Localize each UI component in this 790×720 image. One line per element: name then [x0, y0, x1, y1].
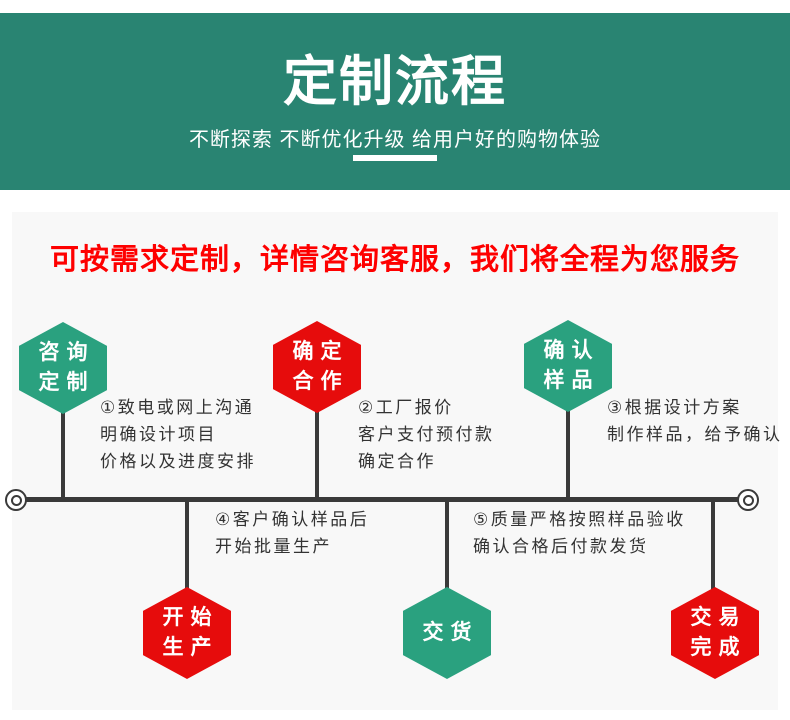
- step-text-line: ①致电或网上沟通: [100, 398, 255, 417]
- step-2-description: ②工厂报价 客户支付预付款 确定合作: [358, 394, 495, 475]
- connector-line: [445, 500, 449, 591]
- step-text-line: ④客户确认样品后: [215, 510, 370, 529]
- step-text-line: 确定合作: [358, 452, 436, 471]
- flow-node-label: 确定: [292, 340, 349, 363]
- step-1-description: ①致电或网上沟通 明确设计项目 价格以及进度安排: [100, 394, 256, 475]
- title-underline: [353, 155, 437, 161]
- connector-line: [566, 403, 570, 498]
- step-text-line: 客户支付预付款: [358, 425, 495, 444]
- step-5-description: ⑤质量严格按照样品验收 确认合格后付款发货: [473, 506, 686, 560]
- step-text-line: 明确设计项目: [100, 425, 217, 444]
- promo-headline: 可按需求定制，详情咨询客服，我们将全程为您服务: [49, 244, 740, 276]
- flow-node-label: 交易: [690, 606, 747, 629]
- content-card: [12, 212, 778, 710]
- step-text-line: 制作样品，给予确认: [607, 425, 783, 444]
- connector-line: [315, 404, 319, 498]
- flow-node-label: 样品: [543, 369, 600, 392]
- flow-node-label: 合作: [292, 370, 349, 393]
- step-3-description: ③根据设计方案 制作样品，给予确认: [607, 394, 783, 448]
- timeline-line: [22, 497, 742, 502]
- flow-node-label: 生产: [162, 636, 219, 659]
- page-subtitle: 不断探索 不断优化升级 给用户好的购物体验: [188, 129, 602, 151]
- step-text-line: 开始批量生产: [215, 537, 332, 556]
- step-text-line: ⑤质量严格按照样品验收: [473, 510, 686, 529]
- flow-node-label: 开始: [162, 606, 219, 629]
- step-text-line: ③根据设计方案: [607, 398, 742, 417]
- step-text-line: 价格以及进度安排: [100, 452, 256, 471]
- flow-node-label: 咨询: [38, 341, 95, 364]
- timeline-endpoint-right-icon: [737, 489, 759, 511]
- flow-node-label: 交货: [422, 621, 479, 644]
- step-text-line: ②工厂报价: [358, 398, 454, 417]
- flow-node-label: 完成: [690, 636, 747, 659]
- step-4-description: ④客户确认样品后 开始批量生产: [215, 506, 369, 560]
- connector-line: [711, 500, 715, 591]
- connector-line: [61, 406, 65, 498]
- flow-node-label: 定制: [38, 371, 95, 394]
- flow-node-label: 确认: [543, 339, 600, 362]
- timeline-endpoint-left-icon: [5, 489, 27, 511]
- header-banner: 定制流程 不断探索 不断优化升级 给用户好的购物体验: [0, 13, 790, 190]
- step-text-line: 确认合格后付款发货: [473, 537, 649, 556]
- page-title: 定制流程: [283, 52, 507, 112]
- connector-line: [185, 500, 189, 591]
